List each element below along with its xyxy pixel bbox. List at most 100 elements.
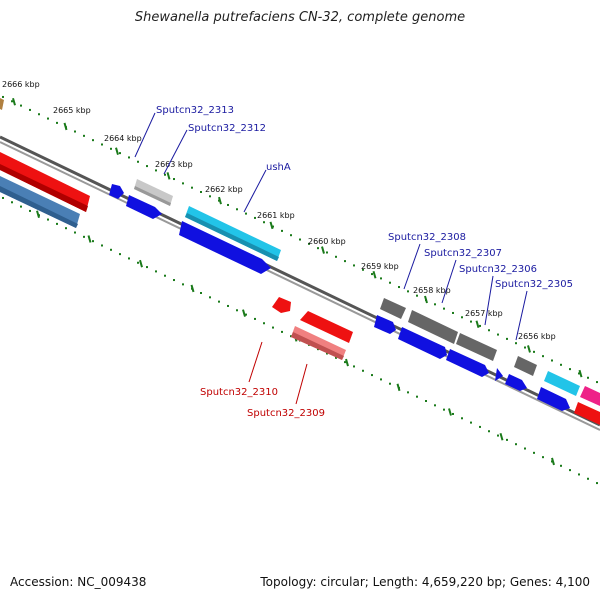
tick-dot (254, 317, 256, 320)
tick-dot (47, 117, 49, 120)
tick-label: 2664 kbp (104, 134, 142, 143)
tick-dot (380, 277, 382, 280)
gene-label-forward[interactable]: ushA (266, 162, 291, 173)
tick-dot (119, 253, 121, 256)
tick-dot (245, 313, 247, 316)
gene-sputcn32-2305[interactable] (514, 356, 537, 376)
gene-blue-tri[interactable] (495, 368, 503, 381)
tick-major (372, 271, 377, 279)
gene-magenta-right[interactable] (580, 386, 600, 406)
tick-dot (74, 231, 76, 234)
gene-sputcn32-2307[interactable] (408, 310, 458, 344)
tick-dot (497, 333, 499, 336)
tick-dot (596, 482, 598, 485)
gene-blue-small[interactable] (374, 315, 396, 334)
tick-dot (92, 139, 94, 142)
tick-major (321, 246, 325, 254)
tick-dot (272, 326, 274, 329)
gene-cyan-right[interactable] (544, 371, 580, 396)
tick-dot (137, 160, 139, 163)
tick-label: 2661 kbp (257, 211, 295, 220)
gene-blue-long-arrow[interactable] (179, 221, 271, 274)
tick-dot (227, 203, 229, 206)
gene-sputcn32-2313[interactable] (109, 184, 124, 199)
tick-label: 2660 kbp (308, 237, 346, 246)
gene-sputcn32-2306[interactable] (456, 333, 497, 361)
genome-summary: Topology: circular; Length: 4,659,220 bp… (260, 575, 590, 589)
tick-dot (542, 456, 544, 459)
gene-sputcn32-2310[interactable] (272, 297, 291, 313)
gene-sputcn32-2312[interactable] (134, 179, 173, 206)
tick-dot (182, 182, 184, 185)
tick-dot (2, 196, 4, 199)
tick-label: 2656 kbp (518, 332, 556, 341)
tick-dot (434, 303, 436, 306)
gene-label-forward[interactable]: Sputcn32_2305 (495, 279, 573, 290)
tick-dot (362, 268, 364, 271)
tick-dot (488, 329, 490, 332)
tick-dot (146, 266, 148, 269)
tick-dot (29, 108, 31, 111)
gene-red-arrow[interactable] (300, 311, 353, 343)
tick-major (242, 309, 246, 317)
gene-label-forward[interactable]: Sputcn32_2306 (459, 264, 537, 275)
tick-label: 2663 kbp (155, 160, 193, 169)
tick-dot (164, 173, 166, 176)
tick-label: 2666 kbp (2, 80, 40, 89)
gene-sputcn32-2308[interactable] (380, 298, 406, 319)
tick-dot (11, 100, 13, 103)
gene-label-forward[interactable]: Sputcn32_2308 (388, 232, 466, 243)
tick-dot (299, 238, 301, 241)
tick-dot (101, 244, 103, 247)
gene-blue-mid[interactable] (398, 327, 447, 359)
tick-track-lower (2, 196, 598, 485)
gene-block-red-shade (0, 164, 88, 212)
gene-label-forward[interactable]: Sputcn32_2312 (188, 123, 266, 134)
gene-red-right[interactable] (574, 402, 600, 425)
tick-dot (470, 320, 472, 323)
tick-dot (326, 251, 328, 254)
tick-dot (308, 242, 310, 245)
tick-dot (560, 464, 562, 467)
gene-label-reverse[interactable]: Sputcn32_2309 (247, 408, 325, 419)
tick-dot (155, 270, 157, 273)
tick-dot (515, 342, 517, 345)
tick-major (218, 196, 222, 205)
tick-dot (335, 255, 337, 258)
tick-dot (182, 283, 184, 286)
accession-label: Accession: NC_009438 (10, 575, 147, 589)
gene-label-forward[interactable]: Sputcn32_2307 (424, 248, 502, 259)
tick-dot (92, 240, 94, 243)
tick-dot (290, 234, 292, 237)
tick-dot (425, 400, 427, 402)
tick-dot (416, 395, 418, 398)
tick-dot (569, 368, 571, 371)
tick-dot (326, 352, 328, 355)
gene-blue-right[interactable] (537, 387, 570, 411)
tick-dot (452, 412, 454, 415)
gene-blue-mid2[interactable] (446, 349, 489, 377)
tick-major (345, 358, 349, 367)
tick-dot (353, 365, 355, 368)
tick-dot (443, 307, 445, 310)
tick-dot (371, 273, 373, 276)
tick-dot (200, 292, 202, 294)
tick-dot (245, 212, 247, 215)
gene-label-reverse[interactable]: Sputcn32_2310 (200, 387, 278, 398)
gene-label-forward[interactable]: Sputcn32_2313 (156, 105, 234, 116)
tick-dot (434, 404, 436, 407)
tick-dot (587, 477, 589, 480)
tick-dot (83, 235, 85, 238)
tick-dot (578, 473, 580, 476)
tick-dot (335, 356, 337, 359)
gene-blue-small2[interactable] (505, 374, 527, 391)
tick-major (115, 147, 119, 155)
tick-dot (497, 434, 499, 437)
gene-block-steel[interactable] (0, 176, 80, 228)
tick-dot (2, 95, 4, 98)
tick-dot (47, 218, 49, 221)
gene-sputcn32-2309-shade (291, 332, 344, 360)
tick-dot (452, 311, 454, 314)
gene-blue-arrow[interactable] (126, 195, 162, 219)
